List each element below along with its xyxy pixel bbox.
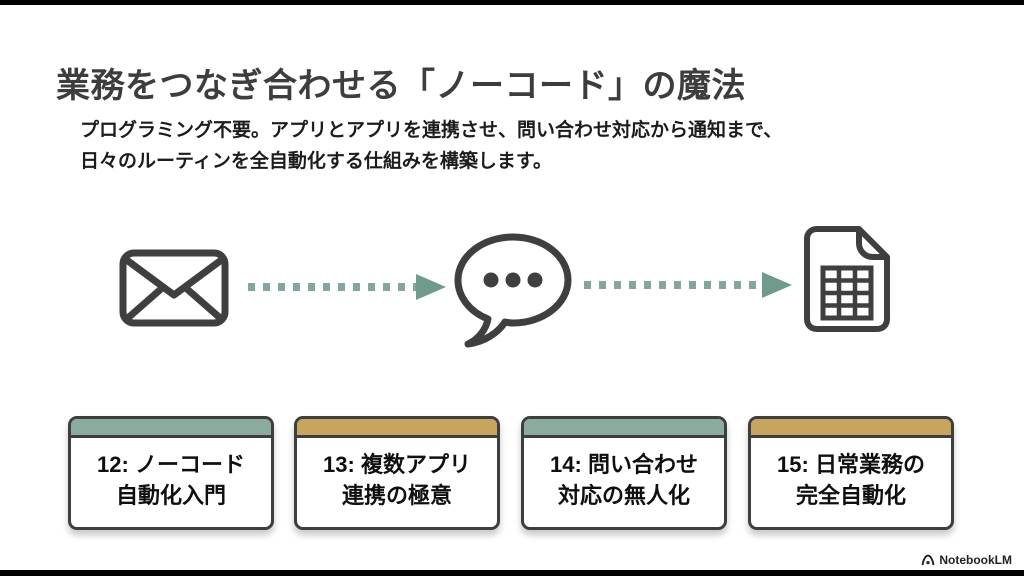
notebooklm-logo-icon [921,554,935,566]
card-header-strip [751,419,951,438]
subtitle-line-2: 日々のルーティンを全自動化する仕組みを構築します。 [80,151,552,172]
top-letterbox-bar [0,0,1024,5]
spreadsheet-file-icon [804,226,890,332]
slide-subtitle: プログラミング不要。アプリとアプリを連携させ、問い合わせ対応から通知まで、 日々… [80,115,782,177]
slide-title: 業務をつなぎ合わせる「ノーコード」の魔法 [56,67,746,105]
card-title-line-2: 完全自動化 [795,483,906,508]
dashed-arrow-icon [248,274,446,300]
notebooklm-watermark: NotebookLM [921,553,1012,567]
card-header-strip [297,419,497,438]
card-title-line-1: 15: 日常業務の [777,452,925,477]
card-title-line-2: 対応の無人化 [557,483,690,508]
card-title-line-1: 12: ノーコード [97,452,245,477]
card-header-strip [71,419,271,438]
episode-card-12: 12: ノーコード 自動化入門 [68,416,274,530]
card-title: 13: 複数アプリ 連携の極意 [297,438,497,511]
card-title-line-2: 連携の極意 [341,483,452,508]
card-title: 14: 問い合わせ 対応の無人化 [524,438,724,511]
card-header-strip [524,419,724,438]
card-title: 15: 日常業務の 完全自動化 [751,438,951,511]
subtitle-line-1: プログラミング不要。アプリとアプリを連携させ、問い合わせ対応から通知まで、 [80,120,783,141]
card-title-line-2: 自動化入門 [115,483,226,508]
card-title-line-1: 13: 複数アプリ [323,452,471,477]
episode-card-14: 14: 問い合わせ 対応の無人化 [521,416,727,530]
episode-card-13: 13: 複数アプリ 連携の極意 [294,416,500,530]
chat-bubble-ellipsis-icon [454,233,572,348]
dashed-arrow-icon [584,272,792,298]
card-title-line-1: 14: 問い合わせ [550,452,698,477]
email-envelope-icon [119,249,229,327]
bottom-letterbox-bar [0,570,1024,576]
notebooklm-brand-label: NotebookLM [939,553,1012,567]
card-title: 12: ノーコード 自動化入門 [71,438,271,511]
episode-card-15: 15: 日常業務の 完全自動化 [748,416,954,530]
